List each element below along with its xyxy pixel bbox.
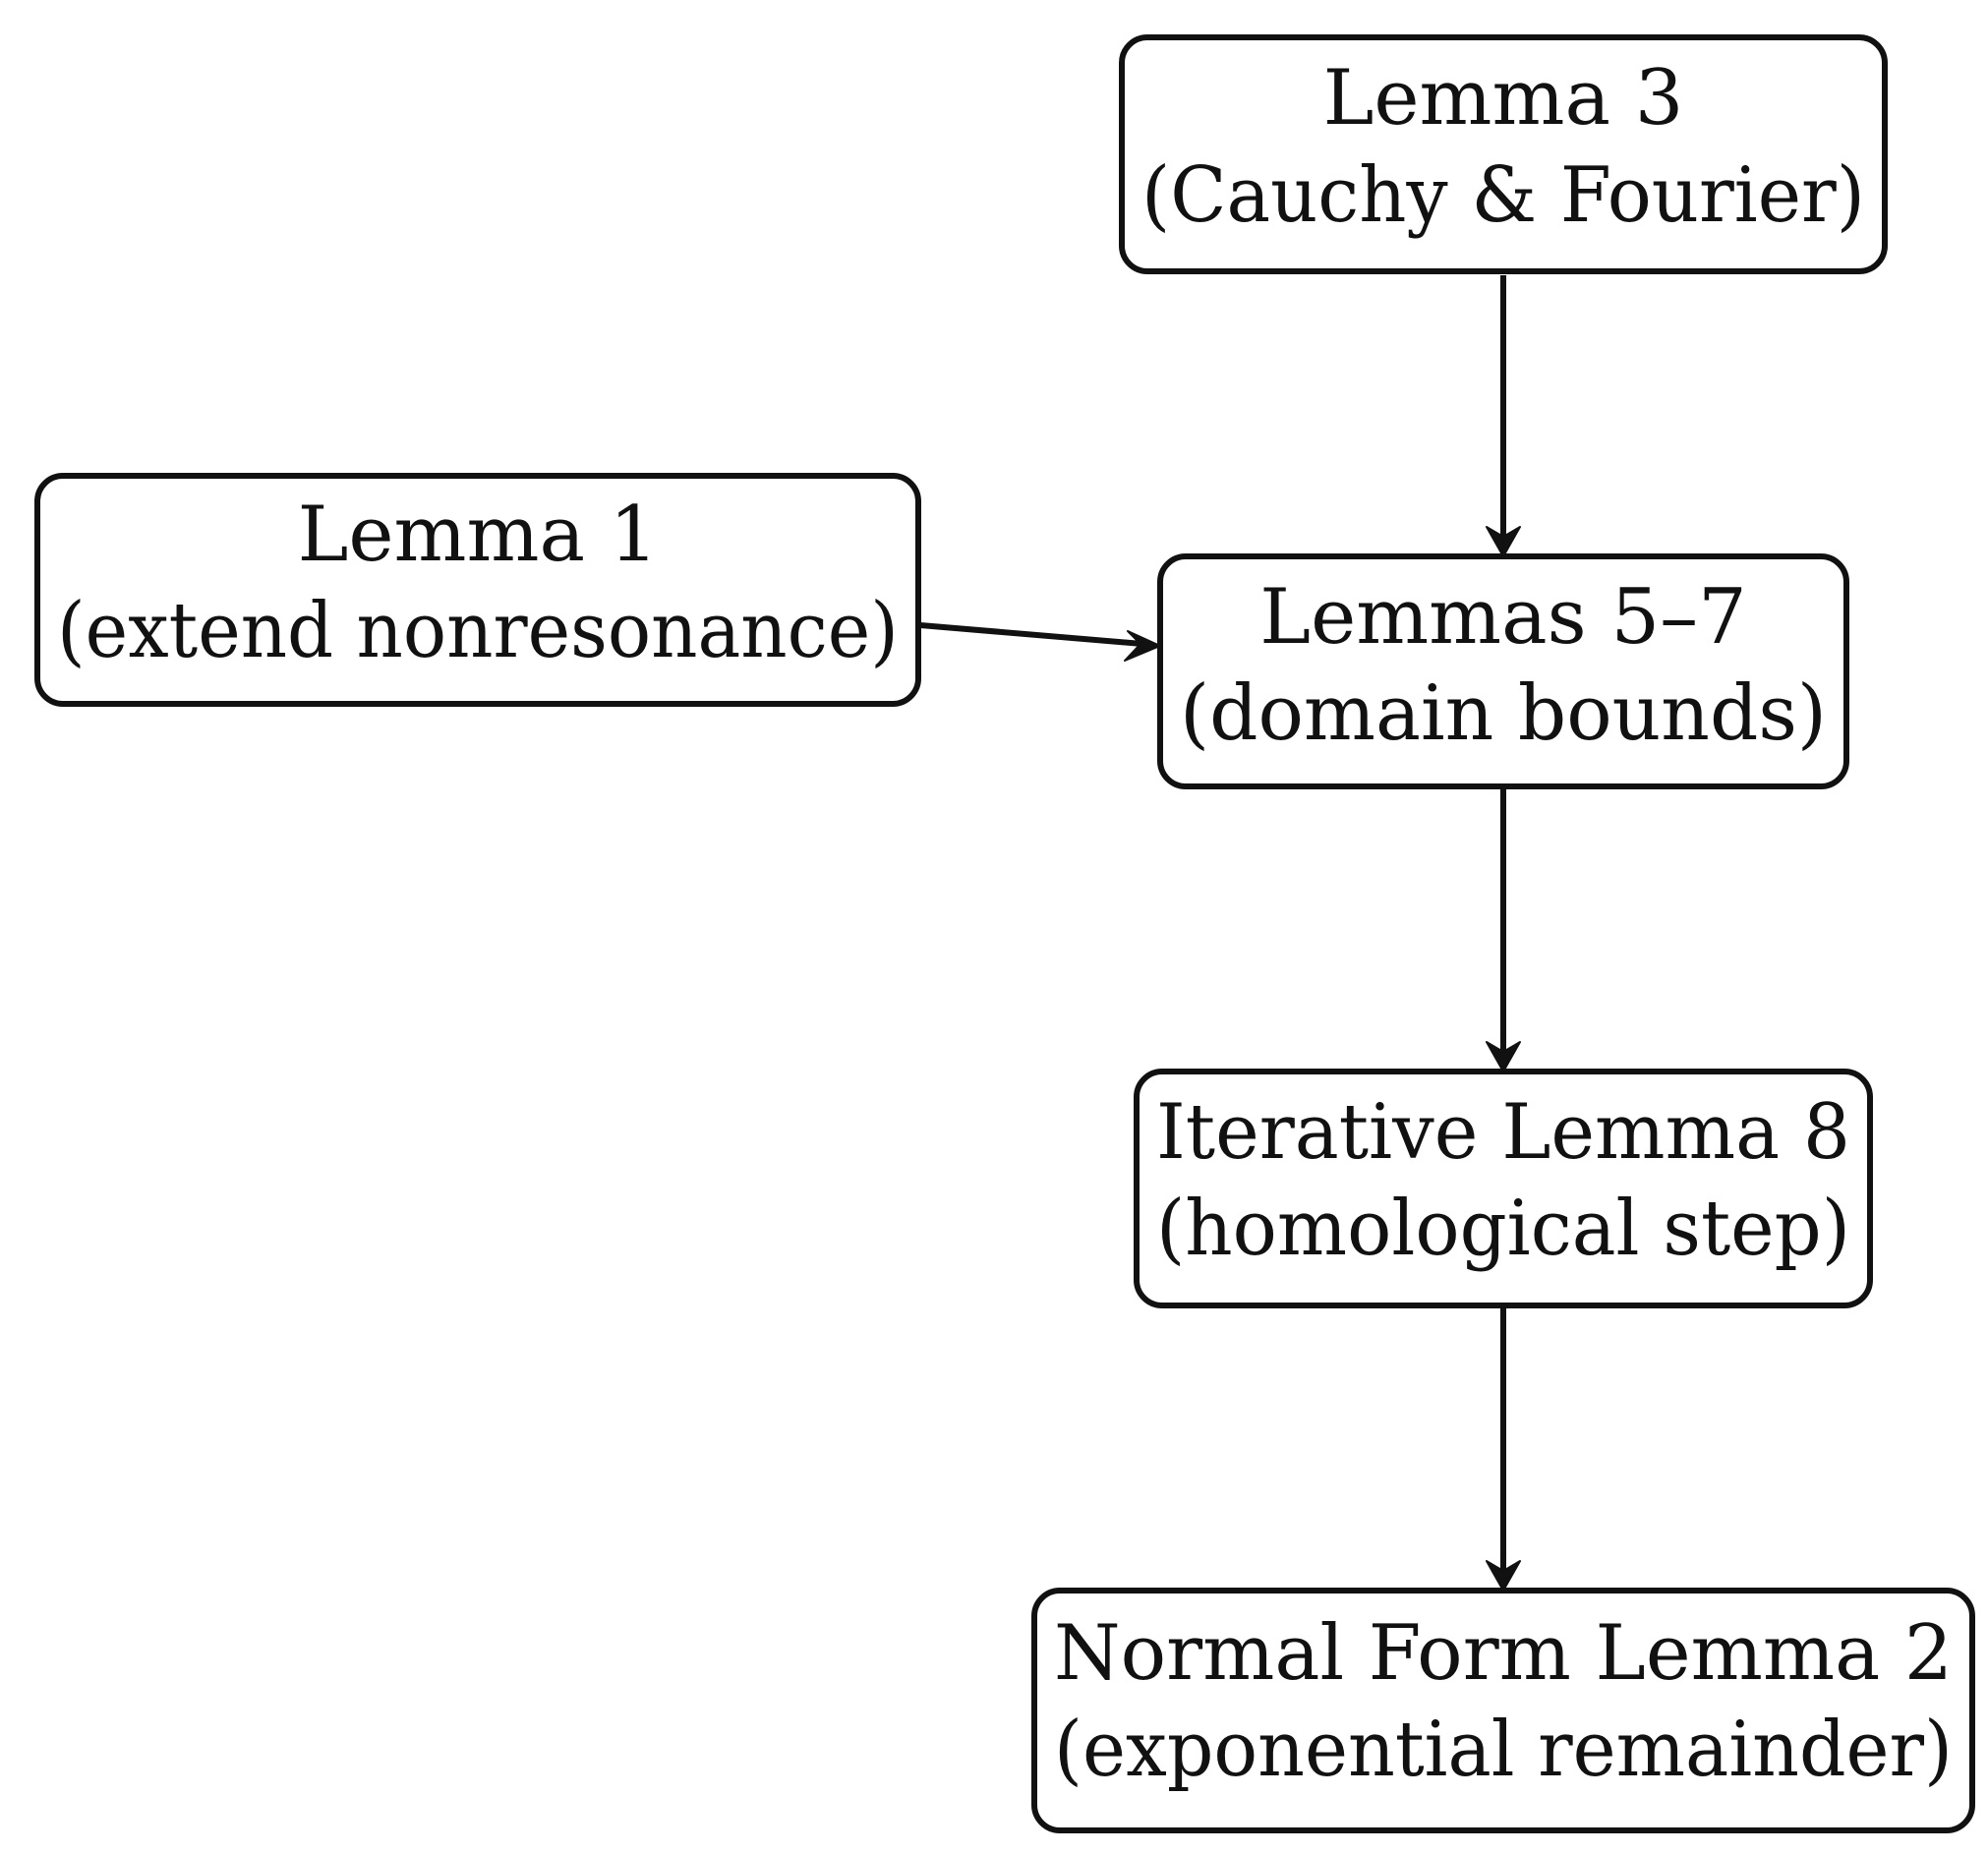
node-box <box>1134 1069 1873 1308</box>
node-lemmas-5-7: Lemmas 5–7 (domain bounds) <box>1157 553 1849 789</box>
node-lemma-8: Iterative Lemma 8 (homological step) <box>1134 1069 1873 1308</box>
edges <box>919 275 1521 1592</box>
node-box <box>34 473 921 707</box>
node-title: Normal Form Lemma 2 <box>1054 1609 1953 1698</box>
node-lemma-1: Lemma 1 (extend nonresonance) <box>34 473 921 707</box>
edge-lemma1-to-lemmas5-7 <box>919 622 1161 662</box>
edge-lemmas5-7-to-lemma8 <box>1486 788 1521 1072</box>
arrowhead-icon <box>1486 1041 1521 1072</box>
node-title: Iterative Lemma 8 <box>1156 1088 1850 1177</box>
edge-line <box>919 622 1143 647</box>
node-subtitle: (domain bounds) <box>1180 669 1827 758</box>
node-box <box>1119 34 1888 274</box>
node-subtitle: (homological step) <box>1156 1185 1850 1273</box>
arrowhead-icon <box>1124 630 1161 662</box>
edge-lemma3-to-lemmas5-7 <box>1486 275 1521 557</box>
node-title: Lemma 1 <box>298 491 659 579</box>
node-subtitle: (extend nonresonance) <box>57 587 899 675</box>
node-title: Lemmas 5–7 <box>1259 573 1746 662</box>
node-subtitle: (exponential remainder) <box>1054 1706 1953 1794</box>
node-lemma-3: Lemma 3 (Cauchy & Fourier) <box>1119 34 1888 274</box>
node-subtitle: (Cauchy & Fourier) <box>1141 151 1865 240</box>
arrowhead-icon <box>1486 526 1521 557</box>
node-box <box>1031 1588 1975 1833</box>
node-box <box>1157 553 1849 789</box>
edge-lemma8-to-lemma2 <box>1486 1307 1521 1592</box>
node-title: Lemma 3 <box>1323 54 1684 143</box>
arrowhead-icon <box>1486 1560 1521 1592</box>
node-lemma-2: Normal Form Lemma 2 (exponential remaind… <box>1031 1588 1975 1833</box>
